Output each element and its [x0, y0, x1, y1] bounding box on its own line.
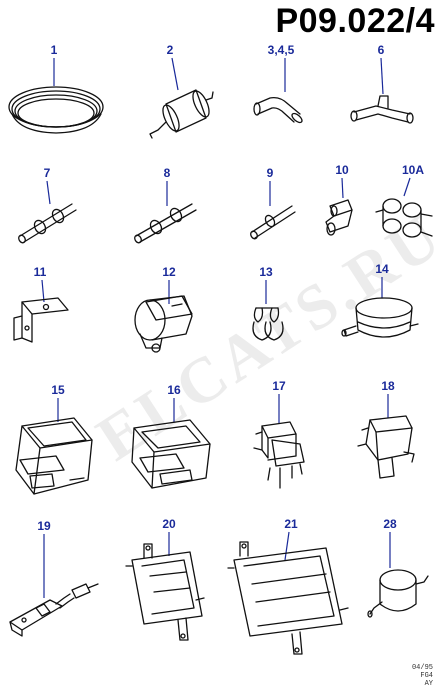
elbow-hose-icon [253, 96, 303, 124]
straight-connector-icon [250, 205, 296, 240]
sensor-icon [357, 415, 415, 479]
part-21[interactable]: 21 [227, 517, 349, 655]
part-20[interactable]: 20 [125, 517, 205, 641]
part-10a[interactable]: 10A [375, 163, 433, 238]
part-15[interactable]: 15 [15, 383, 93, 495]
part-17[interactable]: 17 [253, 379, 305, 489]
solenoid-valve-icon [134, 295, 193, 353]
part-18[interactable]: 18 [357, 379, 415, 479]
part-number-label: 3,4,5 [268, 43, 295, 57]
t-connector-icon [350, 95, 414, 124]
part-number-label: 16 [167, 383, 181, 397]
part-number-label: 17 [272, 379, 286, 393]
revision-code: 04/95 FG4 AY [411, 664, 433, 688]
inline-filter-icon [367, 569, 429, 618]
straight-connector-icon [134, 203, 197, 244]
part-8[interactable]: 8 [133, 166, 197, 244]
part-number-label: 19 [37, 519, 51, 533]
part-16[interactable]: 16 [131, 383, 211, 489]
part-number-label: 15 [51, 383, 65, 397]
part-9[interactable]: 9 [249, 166, 296, 240]
straight-connector-icon [18, 203, 77, 244]
part-1[interactable]: 1 [8, 43, 104, 134]
fuel-filter-icon [149, 89, 214, 139]
part-13[interactable]: 13 [252, 265, 284, 341]
part-number-label: 18 [381, 379, 395, 393]
part-number-label: 13 [259, 265, 273, 279]
part-number-label: 20 [162, 517, 176, 531]
part-10[interactable]: 10 [325, 163, 353, 236]
part-number-label: 28 [383, 517, 397, 531]
control-module-icon [131, 419, 211, 489]
part-number-label: 8 [164, 166, 171, 180]
part-number-label: 2 [167, 43, 174, 57]
part-number-label: 7 [44, 166, 51, 180]
vacuum-canister-icon [341, 297, 419, 338]
part-28[interactable]: 28 [367, 517, 429, 618]
part-number-label: 10 [335, 163, 349, 177]
mounting-bracket-icon [227, 541, 349, 655]
part-2[interactable]: 2 [149, 43, 214, 139]
part-number-label: 14 [375, 262, 389, 276]
diagram-code: P09.022/4 [275, 2, 435, 40]
part-number-label: 12 [162, 265, 176, 279]
part-number-label: 9 [267, 166, 274, 180]
part-number-label: 1 [51, 43, 58, 57]
part-number-label: 10A [402, 163, 424, 177]
part-11[interactable]: 11 [13, 265, 69, 343]
coiled-hose-icon [8, 86, 104, 134]
part-12[interactable]: 12 [134, 265, 193, 353]
multi-connector-icon [375, 198, 433, 238]
part-number-label: 21 [284, 517, 298, 531]
clip-icon [325, 199, 353, 236]
part-3-4-5[interactable]: 3,4,5 [253, 43, 304, 124]
double-clip-icon [252, 307, 284, 341]
part-7[interactable]: 7 [17, 166, 77, 244]
harness-bracket-icon [9, 583, 99, 637]
mounting-bracket-icon [125, 543, 205, 641]
part-6[interactable]: 6 [350, 43, 414, 124]
part-19[interactable]: 19 [9, 519, 99, 637]
part-14[interactable]: 14 [341, 262, 419, 338]
relay-icon [253, 421, 305, 489]
control-module-icon [15, 417, 93, 495]
part-number-label: 11 [34, 265, 47, 279]
part-number-label: 6 [378, 43, 385, 57]
bracket-icon [13, 297, 69, 343]
